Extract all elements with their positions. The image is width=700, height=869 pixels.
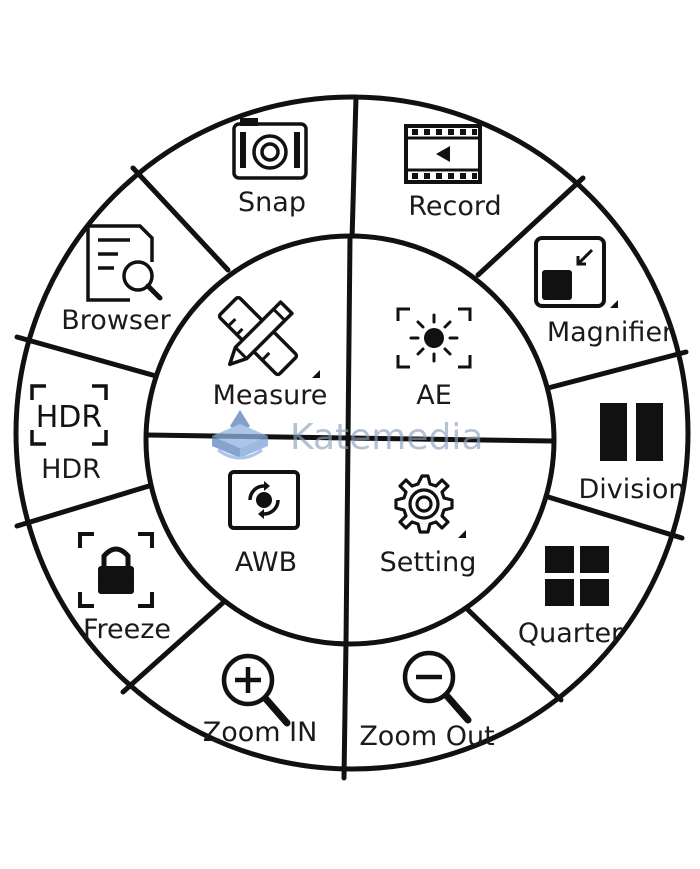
quarter-button[interactable]: Quarter — [518, 546, 623, 649]
video-record-icon — [404, 124, 482, 184]
magnifier-window-icon — [534, 236, 618, 308]
division-button[interactable]: Division — [579, 403, 686, 505]
watermark-logo-icon — [212, 410, 268, 460]
camera-icon — [232, 118, 308, 180]
watermark-text: Katemedia — [290, 417, 483, 458]
hdr-icon-text: HDR — [36, 400, 103, 435]
setting-label: Setting — [380, 547, 477, 578]
awb-button[interactable]: AWB — [228, 470, 300, 578]
measure-submenu-indicator — [312, 370, 320, 378]
split-screen-icon — [600, 403, 663, 461]
hdr-icon: HDR — [30, 384, 108, 446]
watermark: Katemedia — [212, 410, 483, 460]
ruler-pencil-icon — [217, 295, 299, 377]
zoom-out-label: Zoom Out — [359, 721, 494, 752]
browse-document-icon — [86, 224, 163, 302]
snap-label: Snap — [238, 187, 306, 218]
lock-icon — [78, 532, 154, 608]
setting-button[interactable]: Setting — [380, 474, 477, 578]
white-balance-icon — [228, 470, 300, 530]
browser-button[interactable]: Browser — [61, 224, 172, 336]
gear-icon — [394, 474, 454, 534]
magnifier-label: Magnifier — [547, 317, 674, 348]
ae-button[interactable]: AE — [396, 307, 472, 411]
sun-exposure-icon — [396, 307, 472, 369]
record-button[interactable]: Record — [404, 124, 502, 222]
awb-label: AWB — [235, 547, 297, 578]
outer-ring-dividers — [14, 94, 689, 781]
zoom-in-button[interactable]: Zoom IN — [203, 653, 318, 748]
zoom-in-icon — [221, 653, 291, 727]
quad-screen-icon — [545, 546, 609, 606]
snap-button[interactable]: Snap — [232, 118, 308, 218]
division-label: Division — [579, 474, 686, 505]
freeze-label: Freeze — [83, 614, 171, 645]
hdr-label: HDR — [41, 454, 101, 485]
ae-label: AE — [416, 380, 452, 411]
freeze-button[interactable]: Freeze — [78, 532, 171, 645]
quarter-label: Quarter — [518, 618, 623, 649]
measure-label: Measure — [213, 380, 328, 411]
zoom-out-icon — [402, 650, 472, 724]
magnifier-button[interactable]: Magnifier — [534, 236, 674, 348]
record-label: Record — [408, 191, 501, 222]
measure-button[interactable]: Measure — [213, 295, 328, 411]
setting-submenu-indicator — [458, 530, 466, 538]
zoom-in-label: Zoom IN — [203, 717, 318, 748]
hdr-button[interactable]: HDR HDR — [30, 384, 108, 485]
zoom-out-button[interactable]: Zoom Out — [359, 650, 495, 752]
browser-label: Browser — [61, 305, 171, 336]
